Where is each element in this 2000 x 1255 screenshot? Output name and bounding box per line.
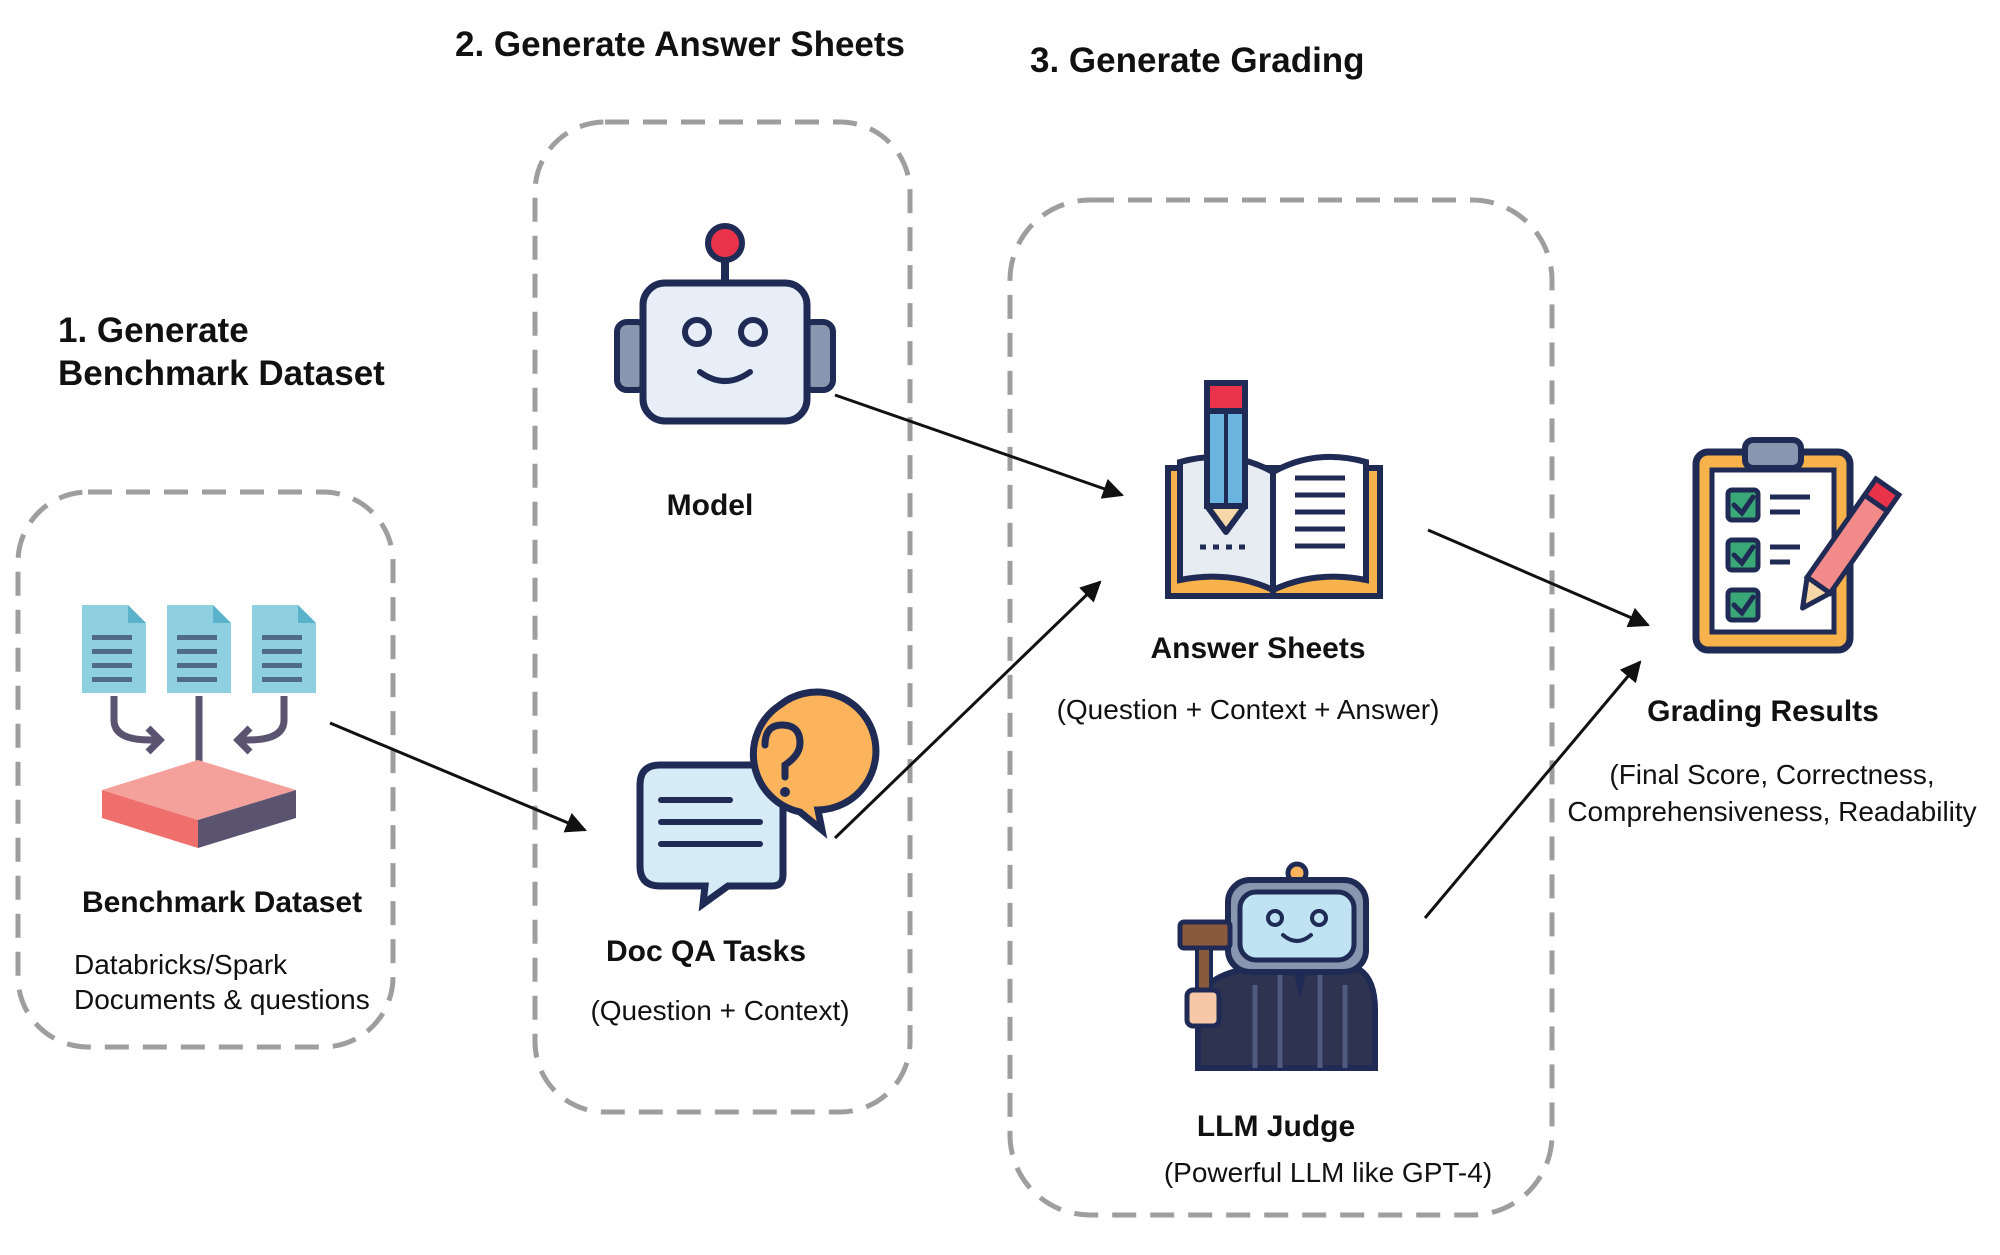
benchmark-dataset-description: Databricks/Spark Documents & questions xyxy=(74,949,370,1016)
arrow-qa-to-answers xyxy=(833,580,1102,840)
chat-question-icon xyxy=(636,688,880,912)
clipboard-checklist-icon xyxy=(1692,437,1903,654)
arrow-judge-to-grading xyxy=(1423,660,1642,919)
stage-2-title: 2. Generate Answer Sheets xyxy=(455,25,906,64)
stage-1-container xyxy=(15,489,396,1050)
grading-results-label: Grading Results xyxy=(1647,695,1879,728)
robot-judge-icon xyxy=(1177,861,1378,1071)
arrow-dataset-to-qa xyxy=(329,721,587,833)
benchmark-dataset-label: Benchmark Dataset xyxy=(81,886,363,919)
llm-judge-label: LLM Judge xyxy=(1196,1110,1356,1143)
answer-sheets-label: Answer Sheets xyxy=(1150,632,1366,665)
stage-2-container xyxy=(532,119,913,1115)
benchmark-dataset-sub-line2: Documents & questions xyxy=(74,983,370,1015)
robot-icon xyxy=(614,223,836,425)
arrow-answers-to-grading xyxy=(1427,528,1650,628)
grading-results-sub-line1: (Final Score, Correctness, xyxy=(1609,759,1935,790)
database-documents-icon xyxy=(82,605,316,848)
model-label: Model xyxy=(666,489,754,522)
stage-3-container xyxy=(1007,197,1555,1218)
stage-1-title-line1: 1. Generate xyxy=(58,311,249,350)
book-pencil-icon xyxy=(1165,380,1383,599)
doc-qa-tasks-label: Doc QA Tasks xyxy=(605,935,807,968)
doc-qa-tasks-sub: (Question + Context) xyxy=(590,995,850,1026)
stage-1-title: 1. Generate Benchmark Dataset xyxy=(58,311,385,393)
arrow-model-to-answers xyxy=(834,393,1124,499)
stage-3-title: 3. Generate Grading xyxy=(1030,41,1365,80)
benchmark-dataset-sub-line1: Databricks/Spark xyxy=(74,949,288,980)
answer-sheets-sub: (Question + Context + Answer) xyxy=(1056,694,1440,725)
grading-results-description: (Final Score, Correctness, Comprehensive… xyxy=(1567,759,1977,828)
grading-results-sub-line2: Comprehensiveness, Readability xyxy=(1567,795,1977,827)
llm-judge-sub: (Powerful LLM like GPT-4) xyxy=(1163,1157,1493,1188)
stage-1-title-line2: Benchmark Dataset xyxy=(58,353,385,393)
